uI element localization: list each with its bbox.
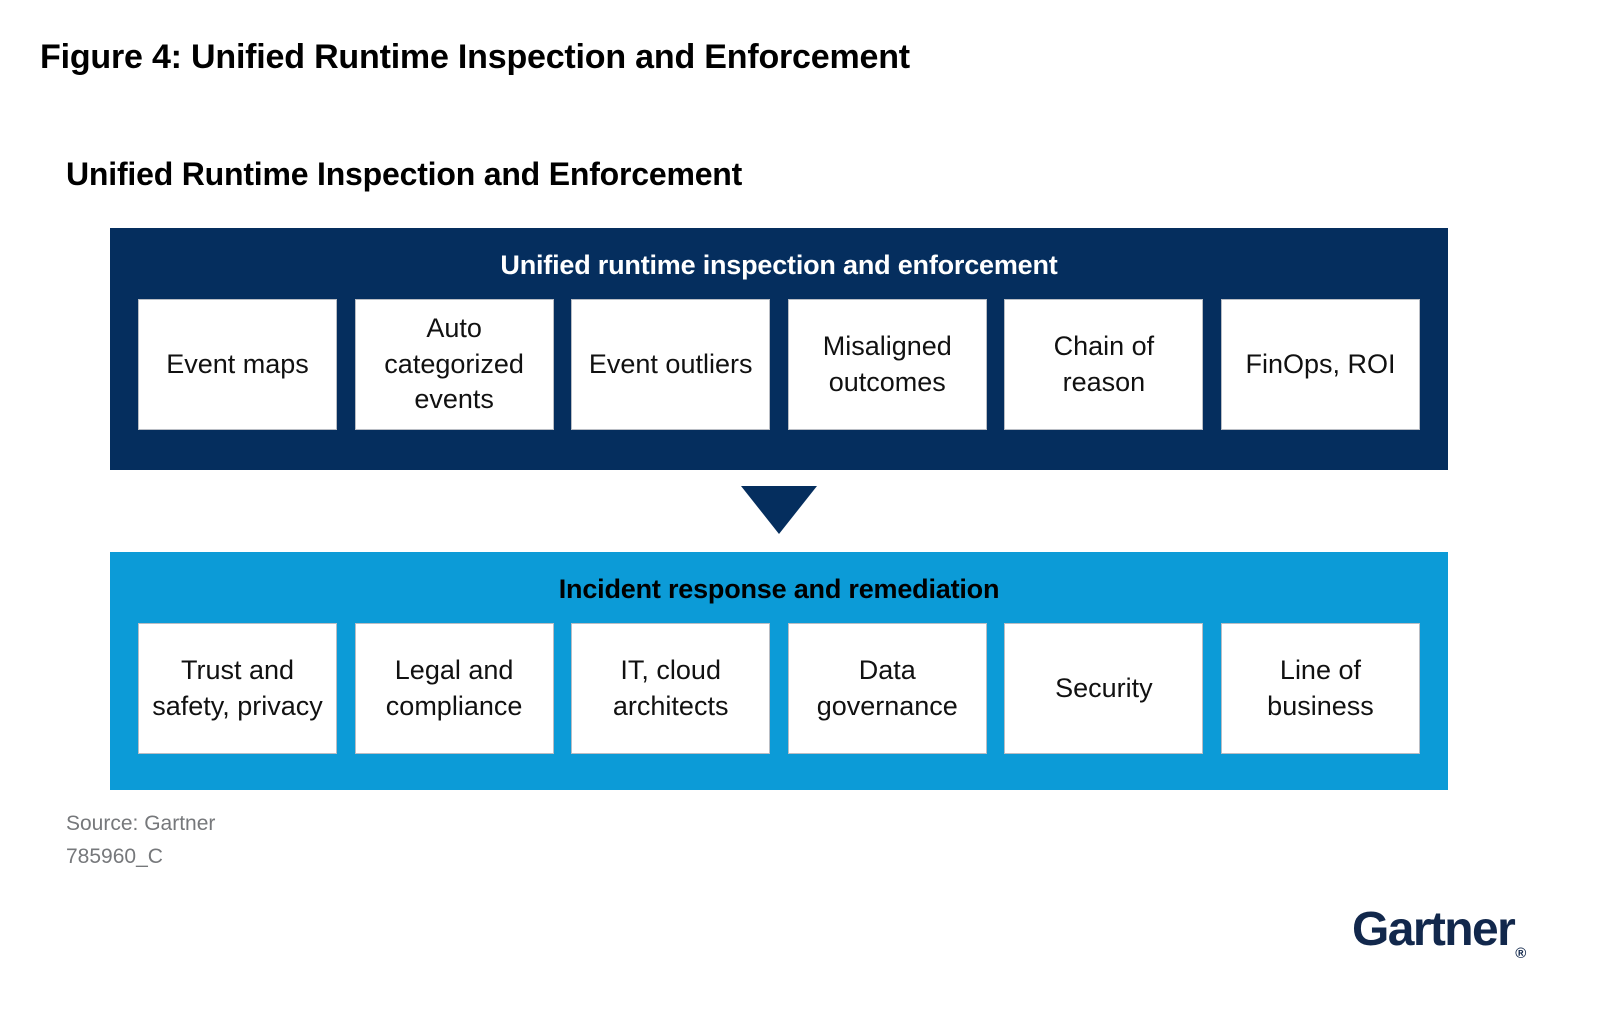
box-auto-categorized-events[interactable]: Auto categorized events — [354, 299, 554, 430]
band-unified-runtime-inspection-and-enforcement: Unified runtime inspection and enforceme… — [110, 228, 1448, 470]
box-chain-of-reason[interactable]: Chain of reason — [1004, 299, 1204, 430]
box-row-lower: Trust and safety, privacy Legal and comp… — [110, 623, 1448, 754]
box-legal-and-compliance[interactable]: Legal and compliance — [354, 623, 554, 754]
source-block: Source: Gartner 785960_C — [66, 808, 215, 873]
box-finops-roi[interactable]: FinOps, ROI — [1220, 299, 1420, 430]
connector-zone — [110, 470, 1448, 552]
band-title-lower: Incident response and remediation — [558, 574, 1000, 604]
box-line-of-business[interactable]: Line of business — [1220, 623, 1420, 754]
box-misaligned-outcomes[interactable]: Misaligned outcomes — [787, 299, 987, 430]
arrow-down-icon — [741, 486, 817, 534]
figure-title: Figure 4: Unified Runtime Inspection and… — [40, 38, 910, 76]
box-it-cloud-architects[interactable]: IT, cloud architects — [571, 623, 771, 754]
box-trust-and-safety-privacy[interactable]: Trust and safety, privacy — [138, 623, 337, 754]
box-event-maps[interactable]: Event maps — [138, 299, 337, 430]
gartner-logo-text: Gartner — [1352, 903, 1516, 956]
document-id: 785960_C — [66, 844, 163, 868]
band-incident-response-and-remediation: Incident response and remediation Trust … — [110, 552, 1448, 790]
box-event-outliers[interactable]: Event outliers — [571, 299, 771, 430]
registered-trademark-icon: ® — [1515, 944, 1527, 962]
gartner-logo: Gartner® — [1352, 902, 1527, 962]
box-data-governance[interactable]: Data governance — [787, 623, 987, 754]
box-row-upper: Event maps Auto categorized events Event… — [110, 299, 1448, 430]
box-security[interactable]: Security — [1004, 623, 1204, 754]
band-title-upper: Unified runtime inspection and enforceme… — [500, 250, 1058, 280]
diagram-container: Unified runtime inspection and enforceme… — [110, 228, 1448, 790]
source-attribution: Source: Gartner — [66, 812, 216, 835]
chart-heading: Unified Runtime Inspection and Enforceme… — [66, 156, 743, 192]
